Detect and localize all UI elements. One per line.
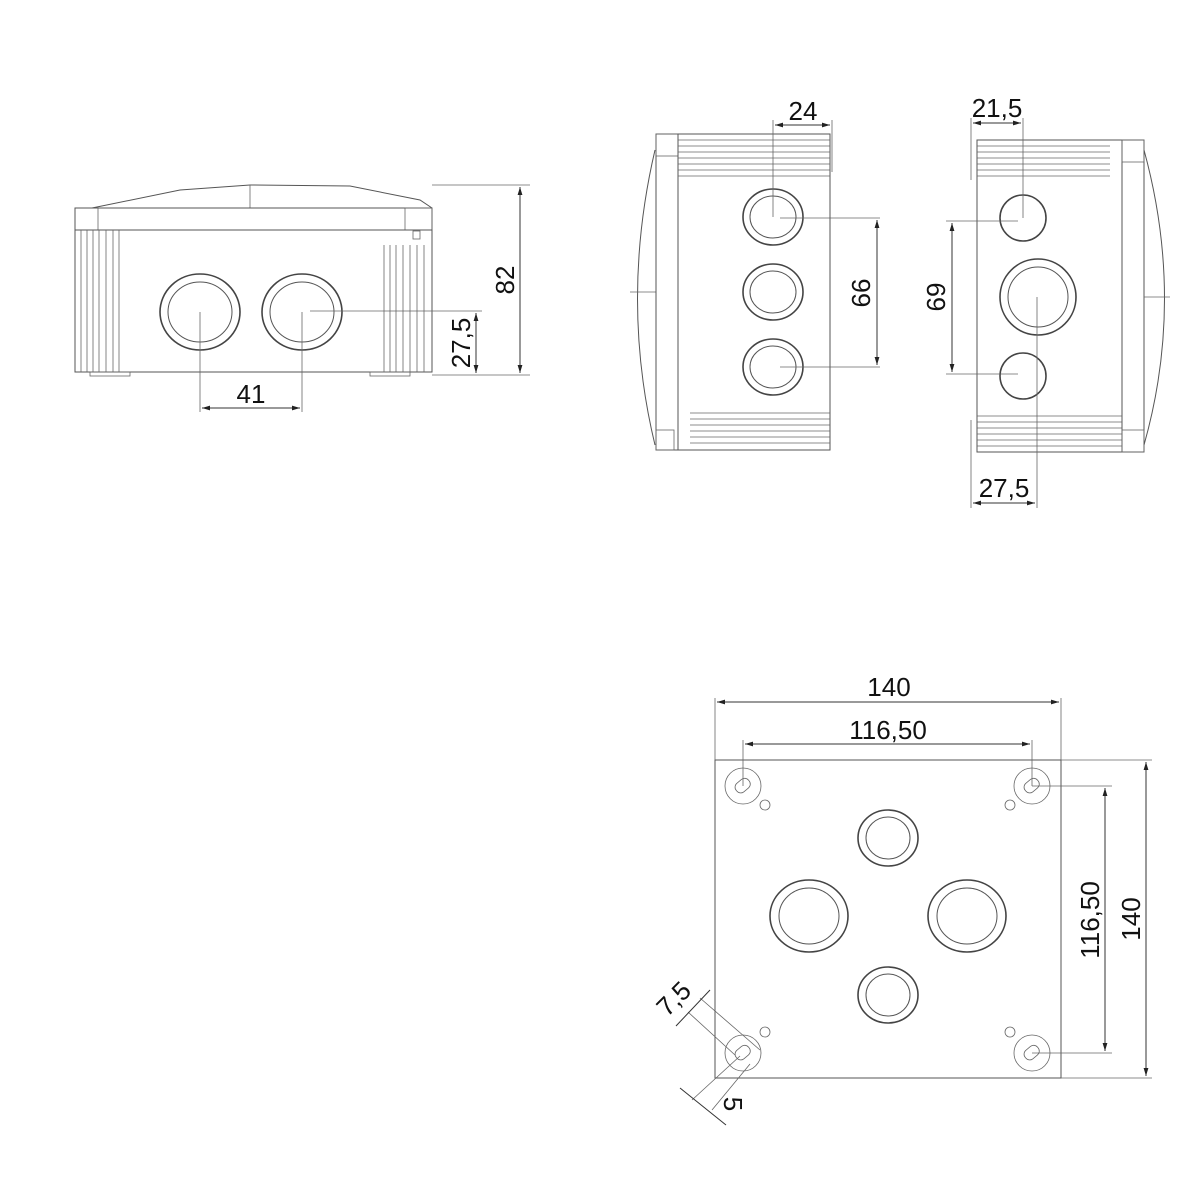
dim-bottom-mount-spacing-h: 116,50	[849, 715, 927, 745]
cable-gland-icon	[857, 966, 919, 1024]
dim-right-center-hole-offset: 27,5	[979, 473, 1030, 503]
cable-gland-icon	[927, 879, 1007, 953]
dim-bottom-slot-width: 5	[718, 1097, 748, 1111]
mounting-hole-icon	[724, 767, 771, 811]
dim-front-height: 82	[490, 266, 520, 295]
dim-right-hole-span: 69	[921, 283, 951, 312]
front-view: 82 27,5 41	[74, 184, 530, 412]
dim-left-hole-span: 66	[846, 279, 876, 308]
bottom-ribs-icon	[977, 415, 1122, 447]
dim-left-hole-offset: 24	[789, 96, 818, 126]
cable-gland-icon	[742, 263, 804, 321]
top-ribs-icon	[977, 145, 1110, 177]
dim-right-top-hole-offset: 21,5	[972, 93, 1023, 123]
dim-bottom-width: 140	[867, 672, 910, 702]
bottom-view: 140 116,50 116,50 140 7,5 5	[650, 672, 1152, 1126]
bottom-ribs-icon	[690, 412, 830, 444]
dim-bottom-slot-length: 7,5	[650, 975, 697, 1022]
side-view-left: 24 66	[630, 96, 880, 451]
dim-bottom-height: 140	[1116, 897, 1146, 940]
side-view-right: 21,5 69 27,5	[921, 93, 1170, 508]
cable-gland-icon	[857, 809, 919, 867]
mounting-hole-icon	[724, 1026, 771, 1072]
dim-front-hole-spacing: 41	[237, 379, 266, 409]
left-ribs-icon	[80, 230, 120, 372]
dim-front-hole-height: 27,5	[446, 318, 476, 369]
dim-bottom-mount-spacing-v: 116,50	[1075, 881, 1105, 959]
mounting-hole-icon	[1004, 1026, 1051, 1072]
cable-gland-icon	[769, 879, 849, 953]
top-ribs-icon	[678, 139, 830, 177]
mounting-hole-icon	[1004, 767, 1051, 811]
cable-gland-icon	[999, 258, 1077, 336]
cable-gland-icon	[999, 352, 1047, 400]
right-ribs-icon	[383, 245, 425, 372]
